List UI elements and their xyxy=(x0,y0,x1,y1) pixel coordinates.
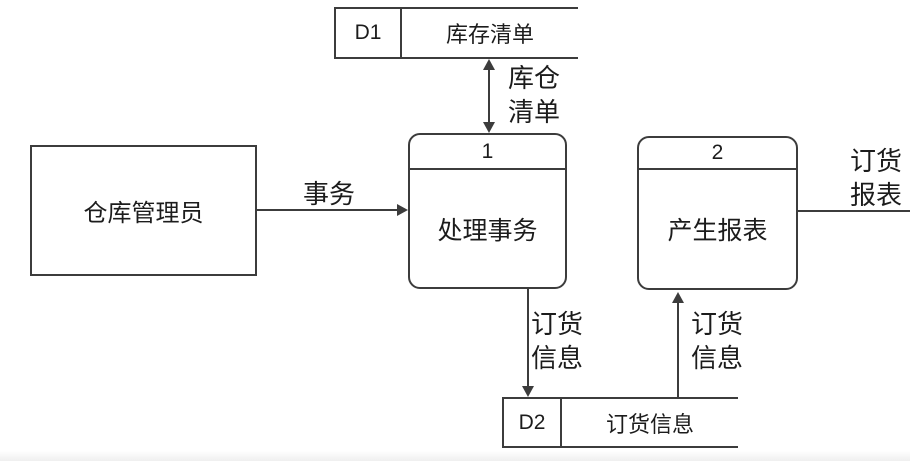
datastore-d1: D1 库存清单 xyxy=(334,7,578,59)
datastore-d2-name: 订货信息 xyxy=(605,411,694,437)
flow-inventory-label: 库仓 清单 xyxy=(508,63,561,127)
flow-order-info-out-line xyxy=(527,289,529,387)
external-entity-label: 仓库管理员 xyxy=(83,200,204,227)
datastore-d2-id: D2 xyxy=(504,399,562,446)
arrowhead-right-icon xyxy=(397,204,408,216)
flow-transaction-line xyxy=(257,209,397,211)
process-1: 1 处理事务 xyxy=(408,133,567,289)
arrowhead-up-icon xyxy=(483,59,495,70)
datastore-d1-id: D1 xyxy=(336,9,402,57)
arrowhead-up-icon xyxy=(672,292,684,303)
flow-inventory-line xyxy=(488,69,490,124)
datastore-d2: D2 订货信息 xyxy=(502,397,738,448)
process-2-number: 2 xyxy=(639,138,796,170)
external-entity-warehouse-manager: 仓库管理员 xyxy=(30,145,257,276)
process-1-number: 1 xyxy=(410,135,565,170)
flow-order-report-line xyxy=(798,210,910,212)
process-2-name: 产生报表 xyxy=(667,217,768,245)
flow-order-info-in-label: 订货 信息 xyxy=(691,309,744,373)
flow-order-report-label: 订货 报表 xyxy=(850,146,903,210)
arrowhead-down-icon xyxy=(522,386,534,397)
process-2: 2 产生报表 xyxy=(637,136,798,290)
flow-order-info-out-label: 订货 信息 xyxy=(531,309,584,373)
arrowhead-down-icon xyxy=(483,122,495,133)
page-bottom-edge xyxy=(0,451,910,461)
datastore-d1-name: 库存清单 xyxy=(445,22,534,47)
process-1-name: 处理事务 xyxy=(437,216,538,245)
flow-order-info-in-line xyxy=(677,302,679,397)
flow-transaction-label: 事务 xyxy=(302,179,355,209)
